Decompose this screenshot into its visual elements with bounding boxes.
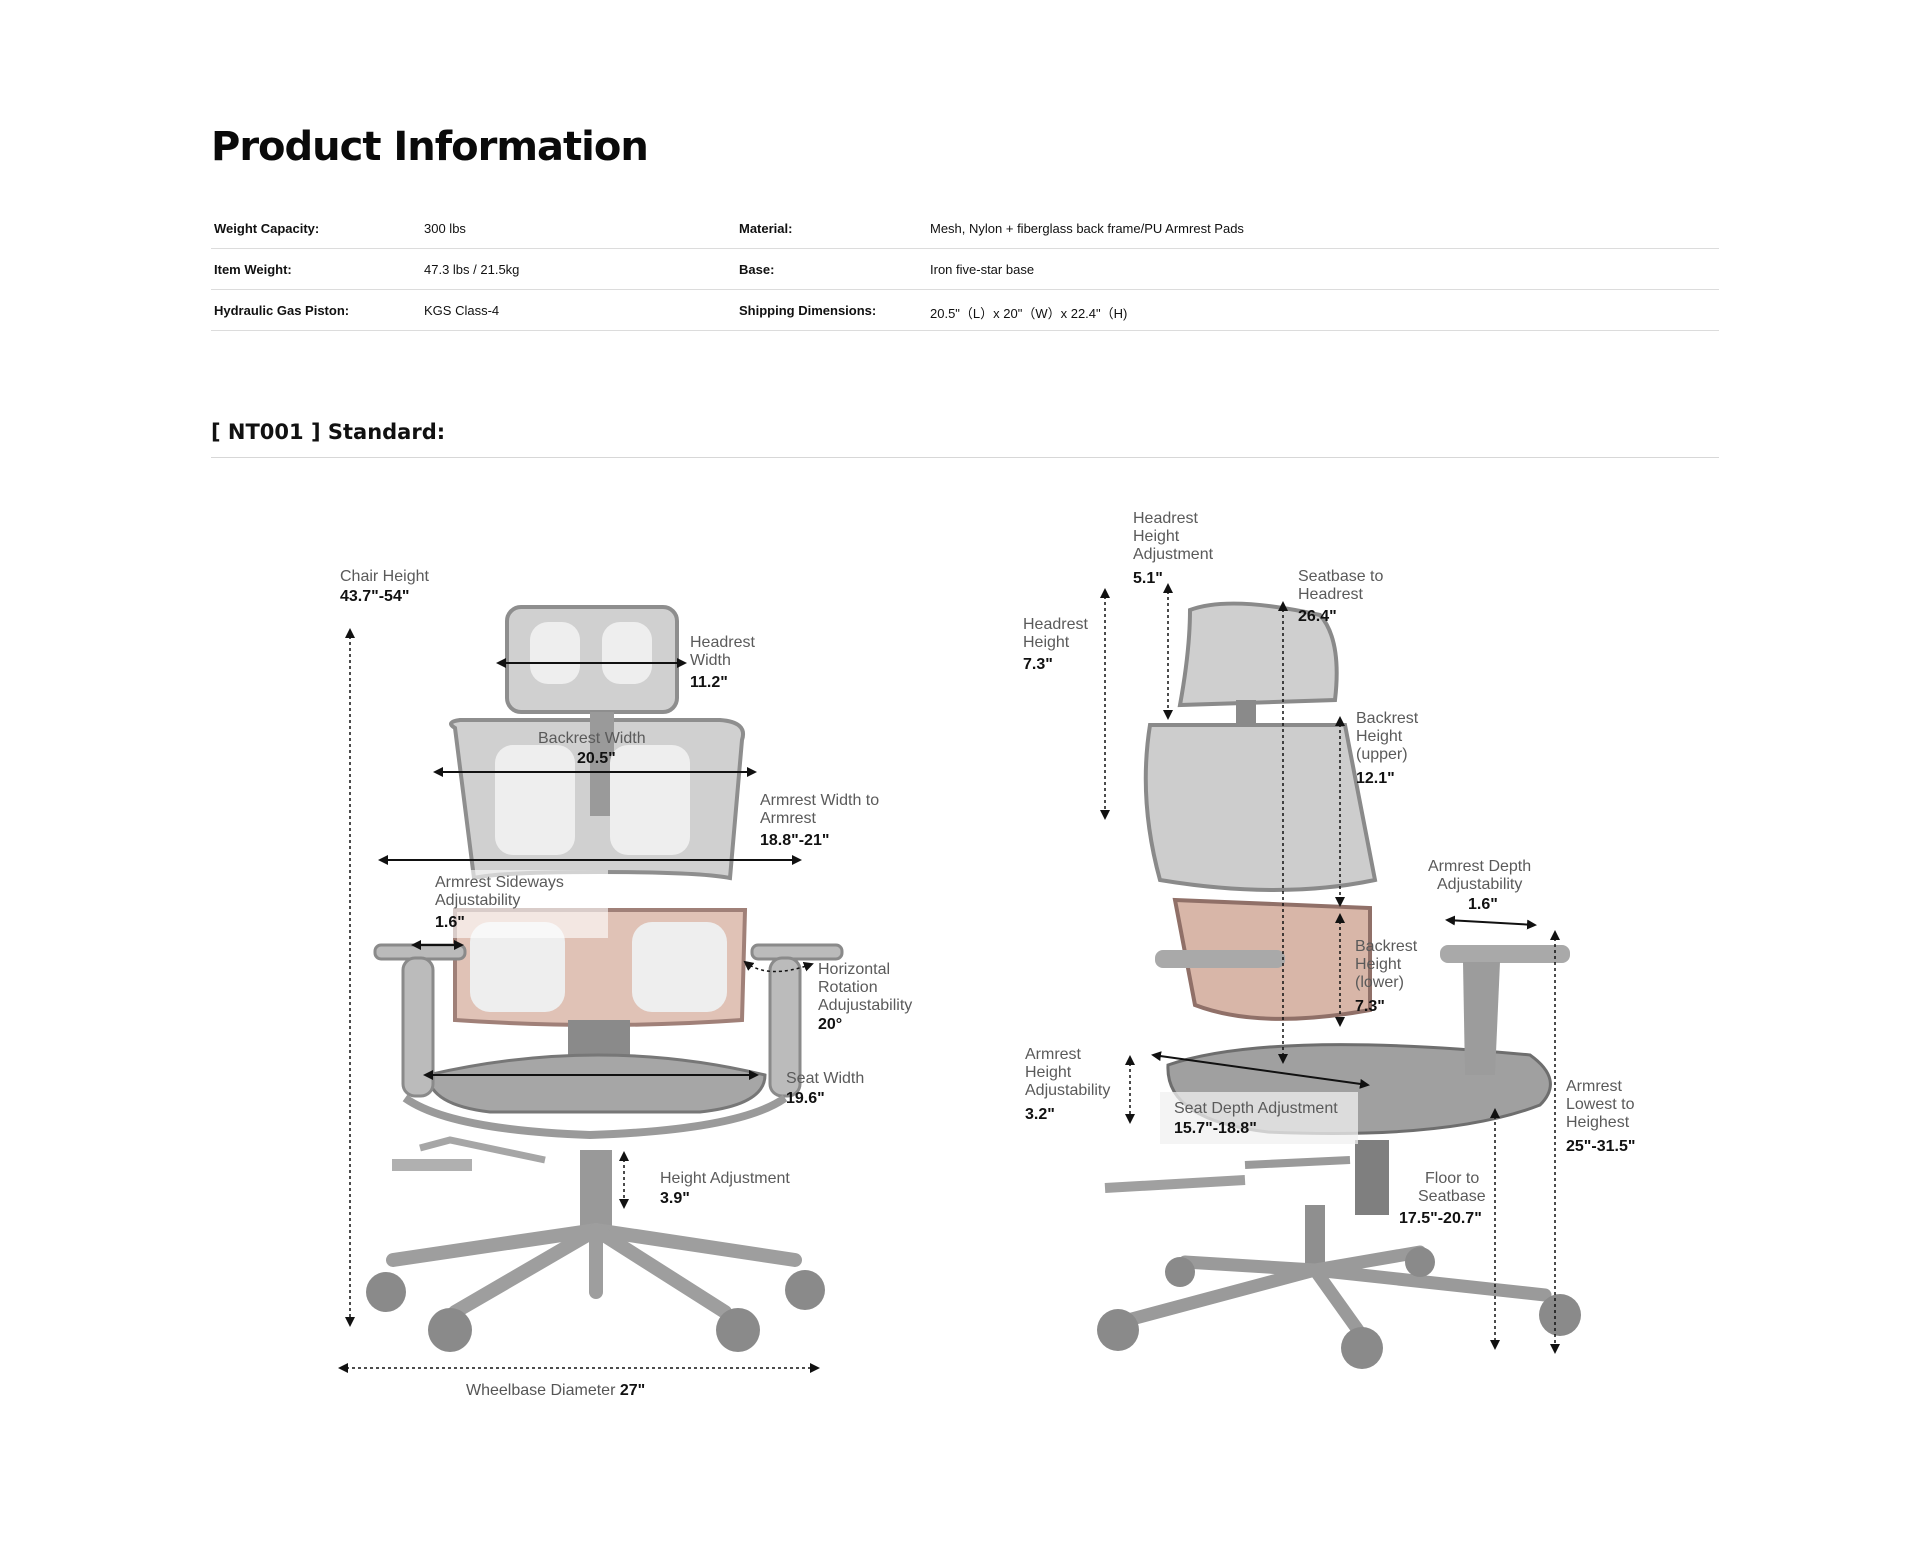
headrest-height-adj-value: 5.1"	[1133, 570, 1163, 587]
spec-row: Weight Capacity: 300 lbs Material: Mesh,…	[211, 208, 1719, 249]
headrest-width-label: Headrest	[690, 634, 755, 651]
headrest-height-value: 7.3"	[1023, 656, 1053, 673]
armrest-width-label: Armrest Width to	[760, 792, 880, 809]
spec-row: Item Weight: 47.3 lbs / 21.5kg Base: Iro…	[211, 249, 1719, 290]
section-title: [ NT001 ] Standard:	[211, 420, 446, 444]
headrest-width-label: Width	[690, 652, 731, 669]
spec-label: Item Weight:	[214, 262, 292, 277]
height-adjustment-value: 3.9"	[660, 1190, 690, 1207]
armrest-depth-label: Armrest Depth	[1428, 858, 1532, 875]
front-chair-illustration	[366, 605, 844, 1352]
spec-value: 20.5"（L）x 20"（W）x 22.4"（H)	[930, 306, 1128, 321]
armrest-height-adj-value: 3.2"	[1025, 1106, 1055, 1123]
headrest-height-adj-label: Adjustment	[1133, 546, 1214, 563]
spec-label: Shipping Dimensions:	[739, 303, 877, 318]
page-title: Product Information	[211, 124, 649, 170]
armrest-lowest-label: Heighest	[1566, 1114, 1630, 1131]
seat-depth-value: 15.7"-18.8"	[1174, 1120, 1257, 1137]
wheelbase-diameter: Wheelbase Diameter 27"	[466, 1382, 645, 1400]
side-chair-illustration	[1097, 601, 1581, 1369]
label-backdrop	[1160, 1092, 1358, 1144]
headrest-height-label: Height	[1023, 634, 1070, 651]
spec-value: KGS Class-4	[424, 303, 500, 318]
horizontal-rotation-label: Horizontal	[818, 961, 891, 978]
seat-width-label: Seat Width	[786, 1070, 865, 1087]
backrest-upper-label: (upper)	[1356, 746, 1408, 763]
horizontal-rotation-value: 20°	[818, 1016, 843, 1033]
wheelbase-label: Wheelbase Diameter	[466, 1382, 620, 1399]
chair-height-value: 43.7"-54"	[340, 588, 410, 605]
armrest-lowest-value: 25"-31.5"	[1566, 1138, 1636, 1155]
headrest-width-value: 11.2"	[690, 674, 728, 691]
front-dimension-lines	[338, 628, 820, 1373]
floor-to-seatbase-label: Floor to	[1425, 1170, 1480, 1187]
backrest-lower-label: Backrest	[1355, 938, 1418, 955]
armrest-width-label: Armrest	[760, 810, 816, 827]
spec-label: Base:	[739, 262, 775, 277]
headrest-height-adj-label: Height	[1133, 528, 1180, 545]
spec-label: Weight Capacity:	[214, 221, 320, 236]
backrest-width-label: Backrest Width	[538, 730, 646, 747]
seat-depth-label: Seat Depth Adjustment	[1174, 1100, 1338, 1117]
side-dimension-lines	[1100, 583, 1560, 1354]
backrest-width-value: 20.5"	[577, 750, 616, 767]
spec-value: 300 lbs	[424, 221, 466, 236]
floor-to-seatbase-label: Seatbase	[1418, 1188, 1486, 1205]
armrest-sideways-value: 1.6"	[435, 914, 465, 931]
wheelbase-value: 27"	[619, 1382, 646, 1399]
spec-row: Hydraulic Gas Piston: KGS Class-4 Shippi…	[211, 290, 1719, 331]
seatbase-to-headrest-label: Headrest	[1298, 586, 1363, 603]
spec-value: Mesh, Nylon + fiberglass back frame/PU A…	[930, 221, 1244, 236]
seatbase-to-headrest-label: Seatbase to	[1298, 568, 1384, 585]
floor-to-seatbase-value: 17.5"-20.7"	[1399, 1210, 1482, 1227]
spec-label: Hydraulic Gas Piston:	[214, 303, 350, 318]
backrest-upper-label: Height	[1356, 728, 1403, 745]
backrest-lower-label: Height	[1355, 956, 1402, 973]
backrest-lower-label: (lower)	[1355, 974, 1404, 991]
armrest-lowest-label: Lowest to	[1566, 1096, 1635, 1113]
armrest-depth-label: Adjustability	[1437, 876, 1523, 893]
seat-width-value: 19.6"	[786, 1090, 825, 1107]
backrest-upper-value: 12.1"	[1356, 770, 1395, 787]
horizontal-rotation-label: Adujustability	[818, 997, 913, 1014]
spec-value: 47.3 lbs / 21.5kg	[424, 262, 520, 277]
height-adjustment-label: Height Adjustment	[660, 1170, 790, 1187]
headrest-height-adj-label: Headrest	[1133, 510, 1198, 527]
label-backdrop	[430, 870, 608, 938]
spec-table: Weight Capacity: 300 lbs Material: Mesh,…	[211, 208, 1719, 331]
armrest-height-adj-label: Height	[1025, 1064, 1072, 1081]
armrest-height-adj-label: Adjustability	[1025, 1082, 1111, 1099]
armrest-sideways-label: Armrest Sideways	[435, 874, 564, 891]
spec-value: Iron five-star base	[930, 262, 1035, 277]
horizontal-rotation-label: Rotation	[818, 979, 878, 996]
seatbase-to-headrest-value: 26.4"	[1298, 608, 1337, 625]
armrest-height-adj-label: Armrest	[1025, 1046, 1081, 1063]
armrest-width-value: 18.8"-21"	[760, 832, 830, 849]
armrest-depth-value: 1.6"	[1468, 896, 1498, 913]
chair-height-label: Chair Height	[340, 568, 429, 585]
armrest-sideways-label: Adjustability	[435, 892, 521, 909]
backrest-upper-label: Backrest	[1356, 710, 1419, 727]
headrest-height-label: Headrest	[1023, 616, 1088, 633]
backrest-lower-value: 7.3"	[1355, 998, 1385, 1015]
armrest-lowest-label: Armrest	[1566, 1078, 1622, 1095]
section-divider	[211, 457, 1719, 458]
spec-label: Material:	[739, 221, 793, 236]
